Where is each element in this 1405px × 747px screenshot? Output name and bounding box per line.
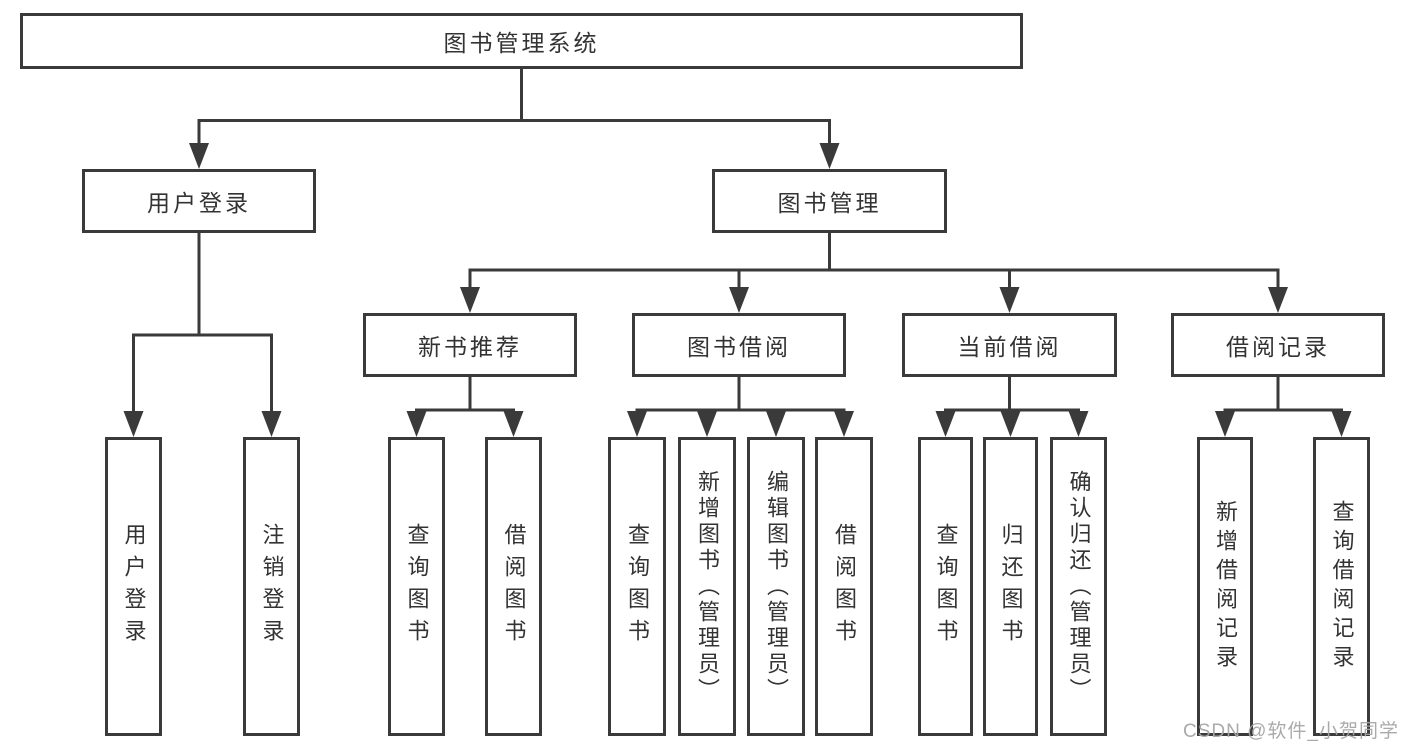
node-leaf-confirm-return-admin: 确认归还（管理员） <box>1050 437 1107 736</box>
node-label: 图书借阅 <box>687 334 791 360</box>
watermark-text: CSDN @软件_小贺同学 <box>1183 721 1399 742</box>
node-label: 用户登录 <box>121 522 147 651</box>
node-label: 查询借阅记录 <box>1329 499 1355 674</box>
node-label: 借阅记录 <box>1226 334 1330 360</box>
node-user-login: 用户登录 <box>82 169 316 233</box>
node-leaf-query-borrow-record: 查询借阅记录 <box>1313 437 1370 736</box>
node-label: 借阅图书 <box>501 522 527 651</box>
node-label: 查询图书 <box>625 522 650 651</box>
node-label: 编辑图书（管理员） <box>764 469 789 704</box>
node-leaf-borrow-query-books: 查询图书 <box>608 437 666 736</box>
node-leaf-add-books-admin: 新增图书（管理员） <box>678 437 736 736</box>
node-new-book-recommendation: 新书推荐 <box>363 313 577 377</box>
node-label: 查询图书 <box>933 522 959 651</box>
node-label: 图书管理系统 <box>443 30 600 56</box>
node-leaf-edit-books-admin: 编辑图书（管理员） <box>747 437 805 736</box>
node-label: 借阅图书 <box>832 522 857 651</box>
node-leaf-borrow-books: 借阅图书 <box>815 437 873 736</box>
node-leaf-current-query-books: 查询图书 <box>918 437 973 736</box>
node-label: 新增图书（管理员） <box>695 469 720 704</box>
node-label: 图书管理 <box>777 190 882 216</box>
node-label: 注销登录 <box>259 522 285 651</box>
node-book-management: 图书管理 <box>712 169 947 233</box>
node-leaf-return-books: 归还图书 <box>983 437 1038 736</box>
node-label: 新书推荐 <box>418 334 522 360</box>
node-label: 新增借阅记录 <box>1213 499 1238 674</box>
node-label: 查询图书 <box>404 522 430 651</box>
node-root-system: 图书管理系统 <box>20 13 1023 69</box>
node-book-borrowing: 图书借阅 <box>632 313 846 377</box>
node-label: 当前借阅 <box>957 334 1062 360</box>
node-label: 确认归还（管理员） <box>1066 469 1092 704</box>
node-leaf-recommend-borrow-books: 借阅图书 <box>485 437 542 736</box>
node-current-borrowing: 当前借阅 <box>902 313 1117 377</box>
node-borrowing-records: 借阅记录 <box>1171 313 1385 377</box>
node-label: 归还图书 <box>998 522 1024 651</box>
node-label: 用户登录 <box>147 190 251 216</box>
node-leaf-logout: 注销登录 <box>243 437 300 736</box>
node-leaf-user-login: 用户登录 <box>105 437 162 736</box>
node-leaf-recommend-query-books: 查询图书 <box>388 437 445 736</box>
node-leaf-add-borrow-record: 新增借阅记录 <box>1197 437 1253 736</box>
